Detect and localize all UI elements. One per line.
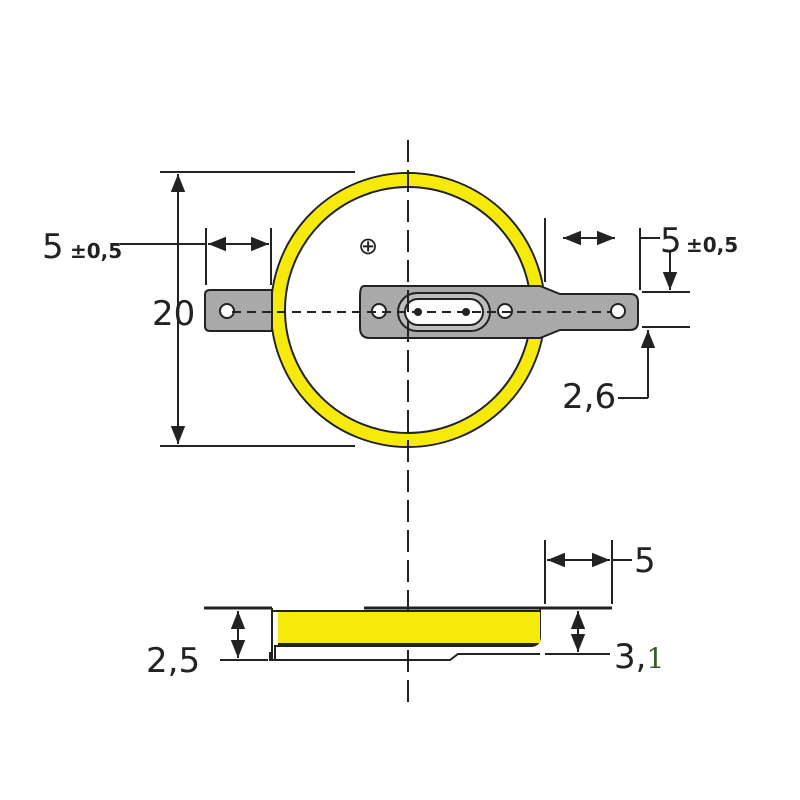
left-tab-hole <box>219 303 235 319</box>
offset-label: 5 <box>634 541 656 581</box>
top-view: ⊕ 5 ±0,5 20 5 ±0,5 2,6 <box>42 171 738 448</box>
polarity-symbol: ⊕ <box>358 232 378 260</box>
left-tab-tolerance-label: ±0,5 <box>70 239 122 263</box>
diameter-label: 20 <box>152 294 195 334</box>
tab-width-label: 2,6 <box>562 377 616 417</box>
side-view: 2,5 3,1 5 <box>146 540 664 681</box>
left-tab-length-label: 5 <box>42 227 64 267</box>
side-bottom-tab <box>269 652 540 661</box>
right-height-main: 3, <box>614 637 646 677</box>
right-tab-length-label: 5 <box>660 221 682 261</box>
right-height-label: 3,1 <box>614 637 664 677</box>
side-battery-fill <box>278 612 540 643</box>
left-tab <box>204 289 273 332</box>
right-tab-hole-3 <box>610 303 626 319</box>
left-height-label: 2,5 <box>146 641 200 681</box>
right-tab-tolerance-label: ±0,5 <box>686 233 738 257</box>
right-height-tail: 1 <box>646 642 664 675</box>
